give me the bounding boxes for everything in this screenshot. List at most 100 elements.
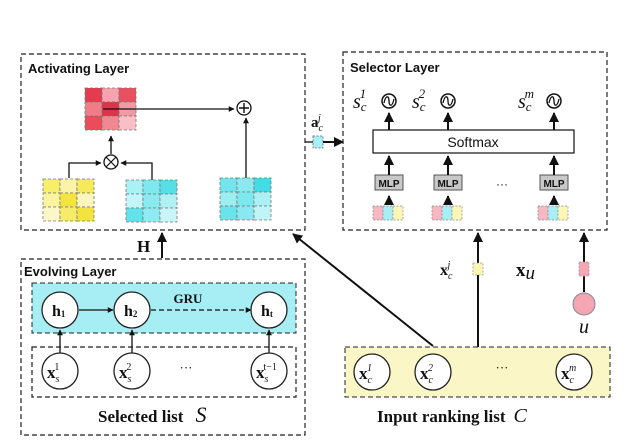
evolving-layer-box xyxy=(20,258,306,436)
attention-output-connector: acj xyxy=(305,113,344,149)
candidate-item-label: xc1 xyxy=(359,363,373,386)
softmax-label: Softmax xyxy=(447,134,498,150)
heatmap-cell xyxy=(101,87,120,103)
selector-layer-box xyxy=(342,51,608,231)
score-label: sc1 xyxy=(353,86,367,114)
candidate-item: xc2 xyxy=(414,353,452,391)
key-cell xyxy=(142,179,161,195)
candidate-item: xcm xyxy=(555,353,593,391)
candidate-item-node xyxy=(353,353,391,391)
user-node xyxy=(572,292,596,316)
key-cell xyxy=(142,207,161,223)
hidden-states-connector: H xyxy=(137,232,167,258)
heatmap-cell xyxy=(84,115,103,131)
feature-segment xyxy=(547,205,559,221)
key-cell xyxy=(159,179,178,195)
h-label: H xyxy=(137,237,150,256)
selected-item-node xyxy=(250,352,288,390)
selected-item-label: xs2 xyxy=(119,362,132,385)
hidden-state-node xyxy=(113,291,151,329)
user-vector xyxy=(578,261,590,277)
evolving-layer-title: Evolving Layer xyxy=(24,264,116,279)
value-cell xyxy=(219,191,238,207)
heatmap-cell xyxy=(84,87,103,103)
selector-column: MLP sc1 xyxy=(353,86,404,221)
mlp-label: MLP xyxy=(437,179,458,190)
hidden-state-node xyxy=(250,291,288,329)
sigmoid-curve xyxy=(383,96,395,106)
query-cell xyxy=(76,178,95,194)
hidden-state-label: h2 xyxy=(124,303,138,320)
user-label: u xyxy=(579,316,589,338)
key-cell xyxy=(125,193,144,209)
softmax-box xyxy=(372,129,575,154)
value-matrix xyxy=(219,177,272,221)
gru-step: h2 xs2 xyxy=(113,291,151,390)
value-cell xyxy=(253,191,272,207)
selected-item-node xyxy=(41,352,79,390)
selector-column: MLP sc2 xyxy=(412,86,463,221)
candidate-vector xyxy=(472,262,484,276)
selected-item-label: xst−1 xyxy=(256,362,277,385)
feature-segment xyxy=(392,205,404,221)
arrow-key-to-multiply xyxy=(120,160,153,180)
mlp-label: MLP xyxy=(378,179,399,190)
selected-item-label: xs1 xyxy=(47,362,60,385)
heatmap-cell xyxy=(84,101,103,117)
key-cell xyxy=(159,207,178,223)
key-cell xyxy=(142,193,161,209)
heatmap-cell xyxy=(118,87,137,103)
selector-layer-title: Selector Layer xyxy=(350,60,440,75)
a-label: acj xyxy=(311,113,324,134)
mlp-label: MLP xyxy=(543,179,564,190)
query-matrix xyxy=(42,178,95,222)
feature-segment xyxy=(557,205,569,221)
key-cell xyxy=(125,207,144,223)
query-cell xyxy=(42,206,61,222)
value-cell xyxy=(236,205,255,221)
candidate-ellipsis: ··· xyxy=(496,360,509,375)
hidden-state-label: ht xyxy=(261,303,273,320)
selected-items-band xyxy=(31,346,297,398)
value-cell xyxy=(253,177,272,193)
selected-item-node xyxy=(113,352,151,390)
query-cell xyxy=(42,192,61,208)
arrow-candidate-to-activating xyxy=(292,233,434,347)
candidate-item-label: xc2 xyxy=(420,363,434,386)
feature-segment xyxy=(372,205,384,221)
feature-segment xyxy=(537,205,549,221)
feature-segment xyxy=(451,205,463,221)
sigmoid-curve xyxy=(548,96,560,106)
query-cell xyxy=(76,192,95,208)
arrow-query-to-multiply xyxy=(68,160,102,178)
candidate-item-node xyxy=(555,353,593,391)
activating-layer: Activating Layer xyxy=(20,53,306,231)
feature-segment xyxy=(431,205,443,221)
key-cell xyxy=(125,179,144,195)
score-label: sc2 xyxy=(412,86,426,114)
value-cell xyxy=(253,205,272,221)
query-cell xyxy=(42,178,61,194)
activation-vector xyxy=(312,135,324,149)
gru-step: ht xst−1 xyxy=(250,291,288,390)
feature-segment xyxy=(441,205,453,221)
user-x-label: xu xyxy=(516,260,535,284)
hidden-state-node xyxy=(41,291,79,329)
query-cell xyxy=(59,178,78,194)
activating-layer-title: Activating Layer xyxy=(28,61,129,76)
candidate-item-label: xcm xyxy=(561,363,576,386)
candidate-x-label: xcj xyxy=(440,260,453,282)
value-cell xyxy=(219,177,238,193)
query-cell xyxy=(59,192,78,208)
selected-ellipsis: ··· xyxy=(180,360,193,375)
plus-icon xyxy=(239,103,249,113)
key-matrix xyxy=(125,179,178,223)
multiply-icon xyxy=(105,156,117,168)
